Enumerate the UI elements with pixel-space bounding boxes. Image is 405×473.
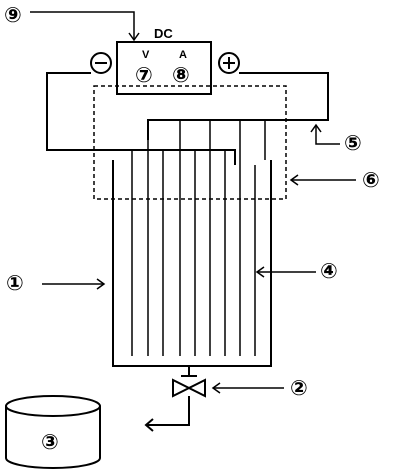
- drain-outlet: [146, 396, 190, 426]
- collection-vessel: ③: [5, 395, 101, 469]
- callout-9-number: ⑨: [4, 3, 22, 27]
- callout-9-line: [30, 11, 135, 40]
- vessel-body: [5, 406, 101, 469]
- callout-1-number: ①: [6, 271, 24, 295]
- callout-4: ④: [255, 259, 338, 283]
- callout-5-number: ⑤: [344, 131, 362, 155]
- callout-6-arrowhead: [289, 174, 299, 186]
- vessel-top: [5, 395, 101, 417]
- drain-arrowhead: [144, 418, 154, 432]
- callout-1-arrowhead: [96, 278, 106, 290]
- callout-1: ①: [6, 271, 106, 295]
- callout-5-arrowhead: [310, 123, 322, 133]
- ammeter-label: A: [179, 49, 187, 61]
- dc-power-supply: DC V ⑦ A ⑧: [90, 26, 240, 95]
- power-supply-box: [116, 41, 212, 95]
- callout-5: ⑤: [310, 123, 362, 155]
- drain-valve: [144, 366, 206, 432]
- callout-6-number: ⑥: [362, 168, 380, 192]
- valve-body-icon: [172, 378, 206, 398]
- electrode-comb-upper: [147, 120, 266, 140]
- tank-walls: [112, 160, 272, 367]
- callout-2-arrowhead: [211, 382, 221, 394]
- power-supply-title: DC: [154, 26, 173, 41]
- dashed-enclosure: [93, 85, 287, 200]
- callout-4-number: ④: [320, 259, 338, 283]
- callout-9-arrowhead: [128, 32, 140, 42]
- callout-6: ⑥: [289, 168, 380, 192]
- voltmeter-label: V: [142, 49, 150, 61]
- callout-4-arrowhead: [255, 266, 265, 278]
- electrodes: [131, 140, 266, 356]
- callout-5-line: [315, 125, 340, 145]
- callout-2-number: ②: [290, 376, 308, 400]
- vessel-number: ③: [41, 430, 59, 454]
- electrolysis-tank: [112, 160, 272, 367]
- voltmeter-number: ⑦: [135, 63, 153, 87]
- negative-wire: [46, 72, 236, 165]
- ammeter-number: ⑧: [172, 63, 190, 87]
- callout-9: ⑨: [4, 3, 140, 42]
- callout-2: ②: [211, 376, 308, 400]
